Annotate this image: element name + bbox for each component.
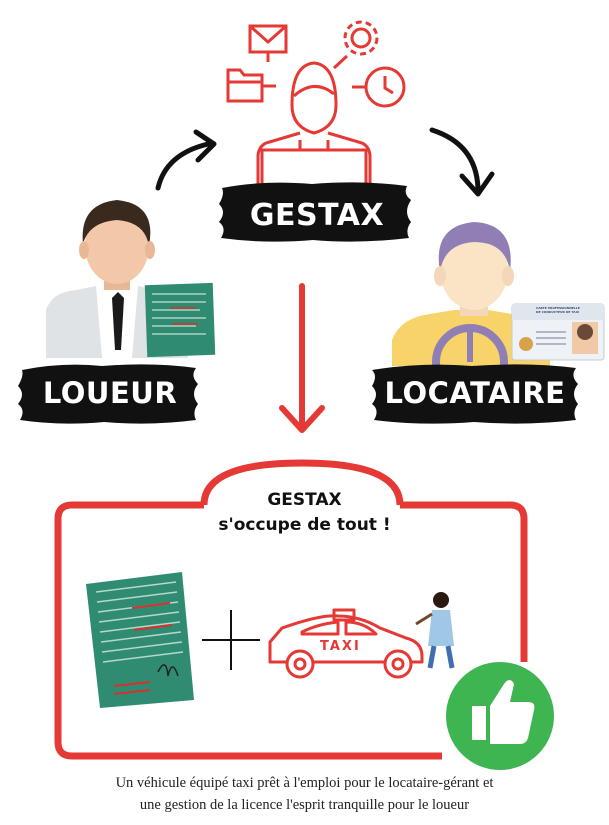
gear-icon	[334, 22, 377, 68]
gestax-label: GESTAX	[222, 196, 412, 236]
license-card-title: CARTE PROFESSIONNELLE DE CONDUCTEUR DE T…	[536, 306, 602, 314]
arrow-down	[282, 286, 322, 430]
loueur-document-image	[145, 283, 215, 357]
plus-icon	[202, 610, 260, 670]
envelope-icon	[250, 26, 286, 62]
locataire-label: LOCATAIRE	[372, 373, 578, 413]
box-title-line1: GESTAX	[0, 490, 609, 510]
caption-line1: Un véhicule équipé taxi prêt à l'emploi …	[0, 772, 609, 794]
caption-line2: une gestion de la licence l'esprit tranq…	[0, 794, 609, 816]
taxi-sign-text: TAXI	[320, 639, 361, 654]
folder-icon	[228, 70, 276, 101]
arrow-gestax-to-locataire	[432, 130, 492, 194]
box-title-line2: s'occupe de tout !	[0, 515, 609, 535]
clock-icon	[352, 68, 404, 106]
arrow-loueur-to-gestax	[158, 132, 214, 188]
contract-document-image	[86, 572, 194, 708]
loueur-label: LOUEUR	[22, 373, 198, 413]
license-card-title-line2: DE CONDUCTEUR DE TAXI	[536, 310, 602, 314]
thumbs-up-icon	[446, 662, 554, 770]
